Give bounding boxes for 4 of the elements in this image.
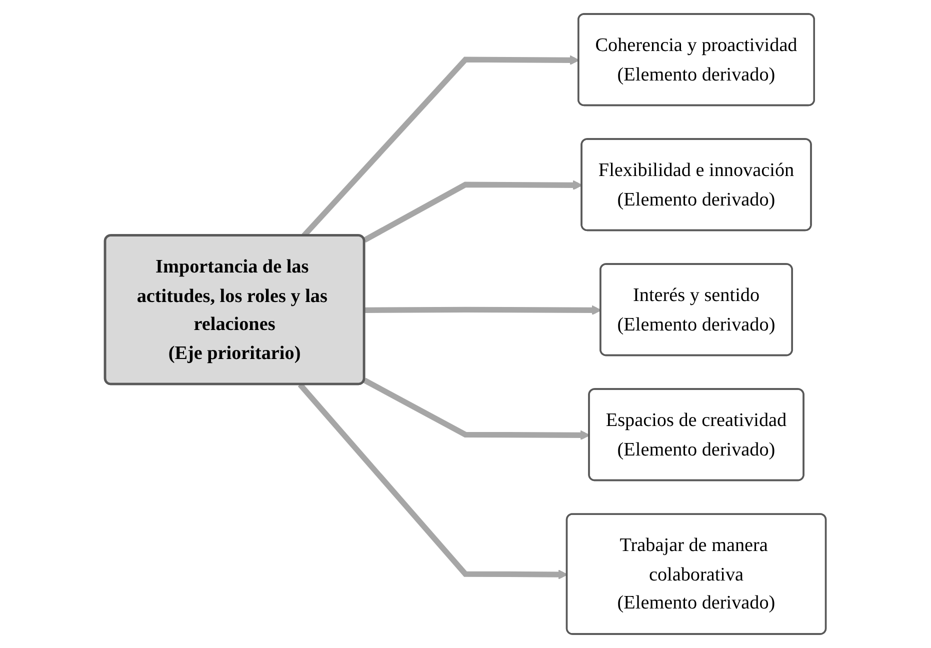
arrow [298,382,568,580]
arrow [363,180,583,243]
arrow [363,378,590,440]
arrow [364,305,602,316]
